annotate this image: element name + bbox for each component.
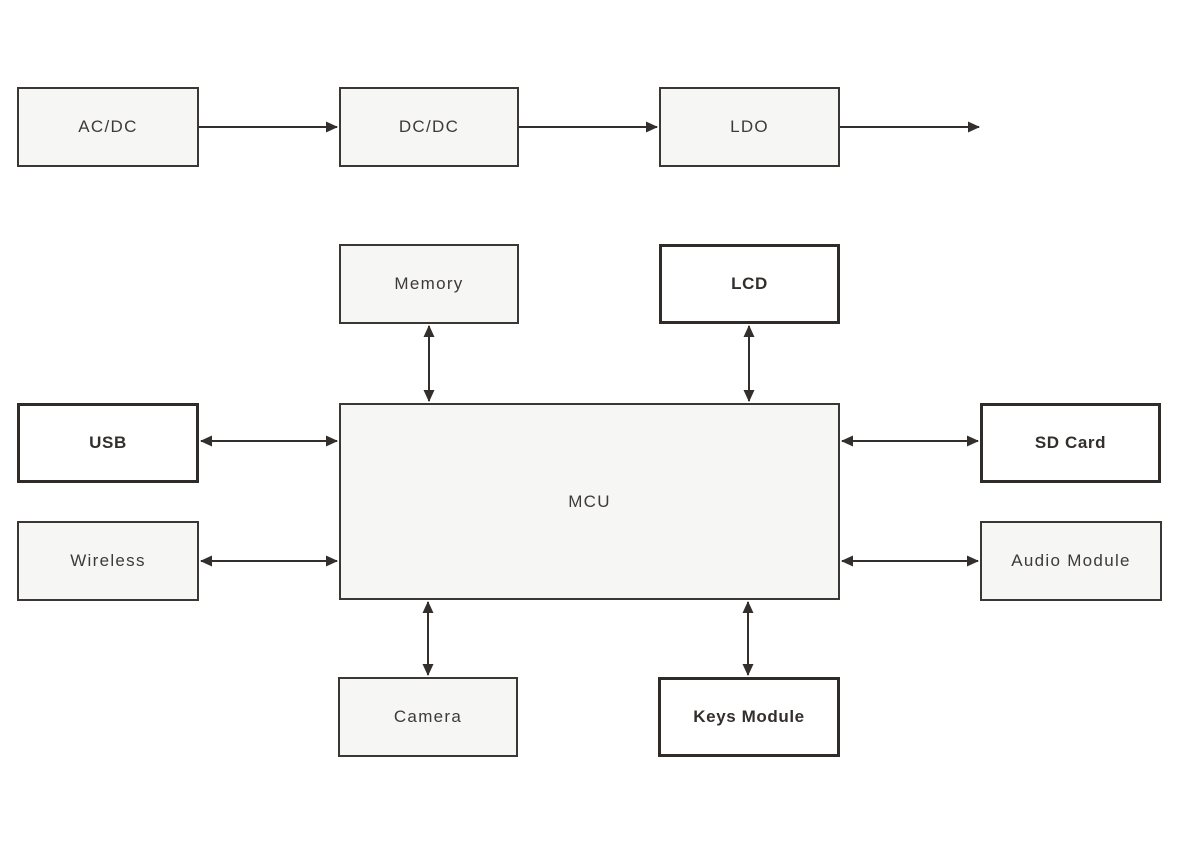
node-mcu: MCU	[339, 403, 840, 600]
node-ldo: LDO	[659, 87, 840, 167]
node-lcd: LCD	[659, 244, 840, 324]
node-dcdc: DC/DC	[339, 87, 519, 167]
node-camera: Camera	[338, 677, 518, 757]
node-audio-module: Audio Module	[980, 521, 1162, 601]
node-memory: Memory	[339, 244, 519, 324]
node-wireless: Wireless	[17, 521, 199, 601]
node-sdcard: SD Card	[980, 403, 1161, 483]
node-acdc: AC/DC	[17, 87, 199, 167]
node-keys-module: Keys Module	[658, 677, 840, 757]
node-usb: USB	[17, 403, 199, 483]
